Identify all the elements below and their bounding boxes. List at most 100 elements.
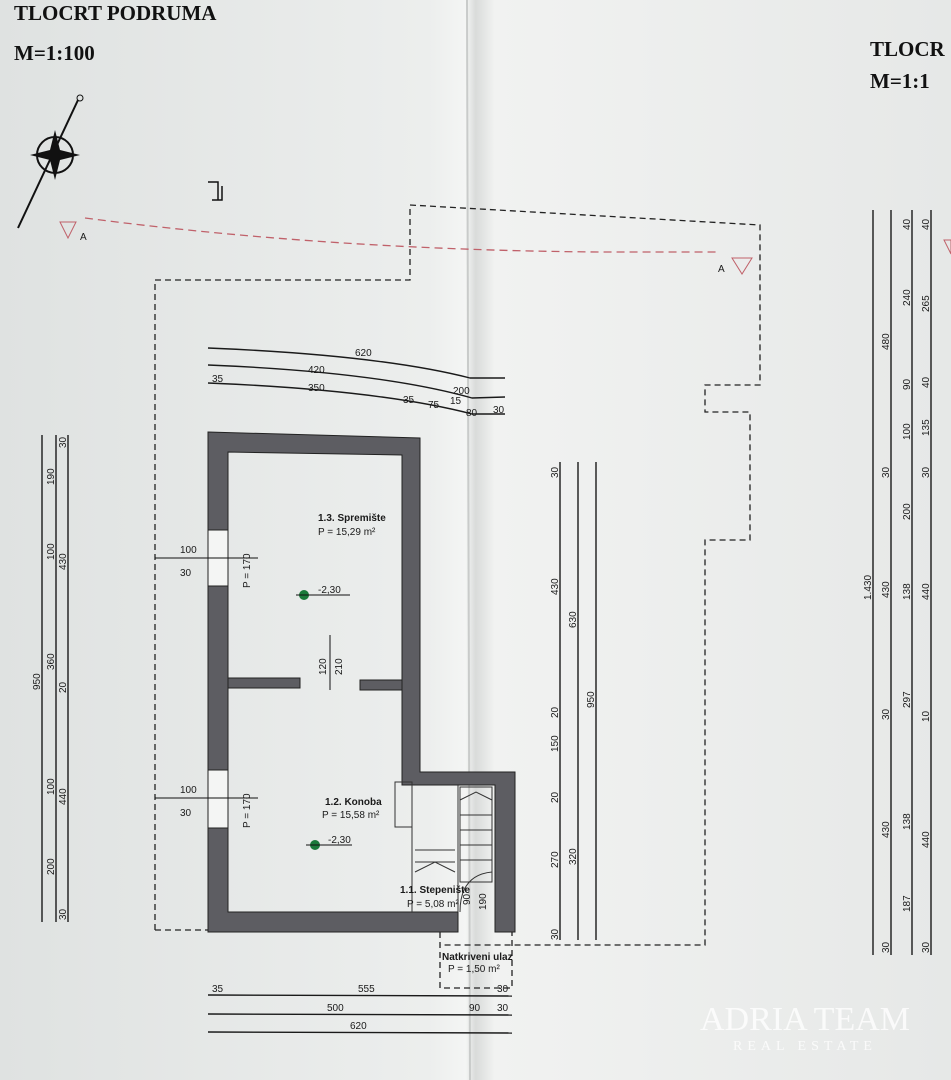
building-walls — [207, 431, 516, 933]
dimension-label: 440 — [921, 583, 932, 600]
level-marker-icon — [306, 840, 352, 850]
room-name: 1.2. Konoba — [325, 797, 382, 808]
dimension-label: 320 — [568, 848, 579, 865]
window-sill: P = 170 — [242, 793, 253, 828]
door-width: 120 — [318, 658, 329, 675]
dimension-label: 30 — [550, 466, 561, 478]
dimension-label: 20 — [550, 791, 561, 803]
section-label: A — [718, 264, 725, 275]
dimension-label: 187 — [902, 895, 913, 912]
room-area: P = 5,08 m² — [407, 899, 459, 910]
watermark-tagline: REAL ESTATE — [733, 1039, 877, 1054]
dimension-label: 75 — [428, 400, 440, 411]
dimension-label: 500 — [327, 1003, 344, 1014]
section-label: A — [80, 232, 87, 243]
dimension-lines-mid-right — [559, 462, 597, 940]
dimension-label: 620 — [350, 1021, 367, 1032]
dimension-label: 15 — [450, 396, 462, 407]
section-cut-icon — [208, 181, 223, 201]
dimension-label: 200 — [453, 386, 470, 397]
dimension-label: 630 — [568, 611, 579, 628]
dimension-label: 430 — [881, 821, 892, 838]
dimension-label: 30 — [881, 941, 892, 953]
dimension-label: 90 — [469, 1003, 481, 1014]
dimension-label: 30 — [550, 928, 561, 940]
room-area: P = 1,50 m² — [448, 964, 500, 975]
right-sheet-scale: M=1:1 — [870, 69, 930, 93]
dimension-label: 35 — [212, 984, 224, 995]
staircase — [394, 781, 493, 913]
window-height: 30 — [180, 568, 192, 579]
window-width: 100 — [180, 785, 197, 796]
sheet-scale: M=1:100 — [14, 41, 95, 65]
north-arrow-icon — [17, 94, 84, 229]
partition-wall — [359, 679, 403, 691]
partition-wall — [227, 677, 301, 689]
dimension-label: 135 — [921, 419, 932, 436]
dimension-label: 30 — [497, 984, 509, 995]
section-marker-icon — [59, 221, 77, 240]
watermark-brand: ADRIA TEAM — [700, 1001, 910, 1038]
dimension-label: 555 — [358, 984, 375, 995]
door-height: 210 — [334, 658, 345, 675]
room-name: 1.1. Stepenište — [400, 885, 470, 896]
dimension-label: 35 — [403, 395, 415, 406]
dimension-label: 440 — [921, 831, 932, 848]
section-line — [84, 217, 720, 253]
window-height: 30 — [180, 808, 192, 819]
sheet-title: TLOCRT PODRUMA — [14, 1, 217, 25]
dimension-label: 270 — [550, 851, 561, 868]
window-sill: P = 170 — [242, 553, 253, 588]
page-fold — [466, 0, 471, 1080]
dimension-label: 20 — [550, 706, 561, 718]
door-width: 90 — [462, 893, 473, 905]
dimension-label: 30 — [497, 1003, 509, 1014]
lot-outline — [154, 204, 761, 946]
dimension-label: 950 — [586, 691, 597, 708]
room-name: 1.3. Spremište — [318, 513, 386, 524]
room-level: -2,30 — [328, 835, 351, 846]
dimension-label: 80 — [466, 408, 478, 419]
dimension-label: 90 — [902, 378, 913, 390]
level-marker-icon — [296, 590, 350, 600]
dimension-label: 430 — [550, 578, 561, 595]
dimension-label: 950 — [32, 673, 43, 690]
room-level: -2,30 — [318, 585, 341, 596]
section-marker-icon — [943, 239, 951, 255]
dimension-label: 430 — [58, 553, 69, 570]
room-name: Natkriveni ulaz — [442, 952, 513, 963]
dimension-label: 10 — [921, 710, 932, 722]
room-area: P = 15,58 m² — [322, 810, 380, 821]
room-area: P = 15,29 m² — [318, 527, 376, 538]
dimension-label: 35 — [212, 374, 224, 385]
dimension-label: 100 — [46, 543, 57, 560]
dimension-label: 40 — [902, 218, 913, 230]
dimension-label: 40 — [921, 376, 932, 388]
dimension-label: 620 — [355, 348, 372, 359]
window — [155, 529, 258, 587]
dimension-label: 100 — [46, 778, 57, 795]
dimension-label: 100 — [902, 423, 913, 440]
dimension-label: 480 — [881, 333, 892, 350]
dimension-label: 150 — [550, 735, 561, 752]
dimension-label: 1.430 — [863, 575, 874, 600]
right-sheet-title: TLOCR — [870, 37, 946, 61]
section-marker-icon — [731, 257, 753, 275]
dimension-lines-bottom — [207, 994, 513, 1034]
covered-entry-outline — [439, 932, 513, 989]
dimension-lines-left — [41, 435, 69, 922]
door-height: 190 — [478, 893, 489, 910]
dimension-label: 30 — [58, 908, 69, 920]
dimension-label: 350 — [308, 383, 325, 394]
dimension-label: 138 — [902, 813, 913, 830]
dimension-label: 40 — [921, 218, 932, 230]
window-width: 100 — [180, 545, 197, 556]
dimension-label: 30 — [921, 941, 932, 953]
dimension-lines-top — [207, 347, 506, 415]
dimension-label: 440 — [58, 788, 69, 805]
dimension-label: 360 — [46, 653, 57, 670]
dimension-label: 200 — [46, 858, 57, 875]
dimension-label: 420 — [308, 365, 325, 376]
dimension-label: 30 — [493, 405, 505, 416]
